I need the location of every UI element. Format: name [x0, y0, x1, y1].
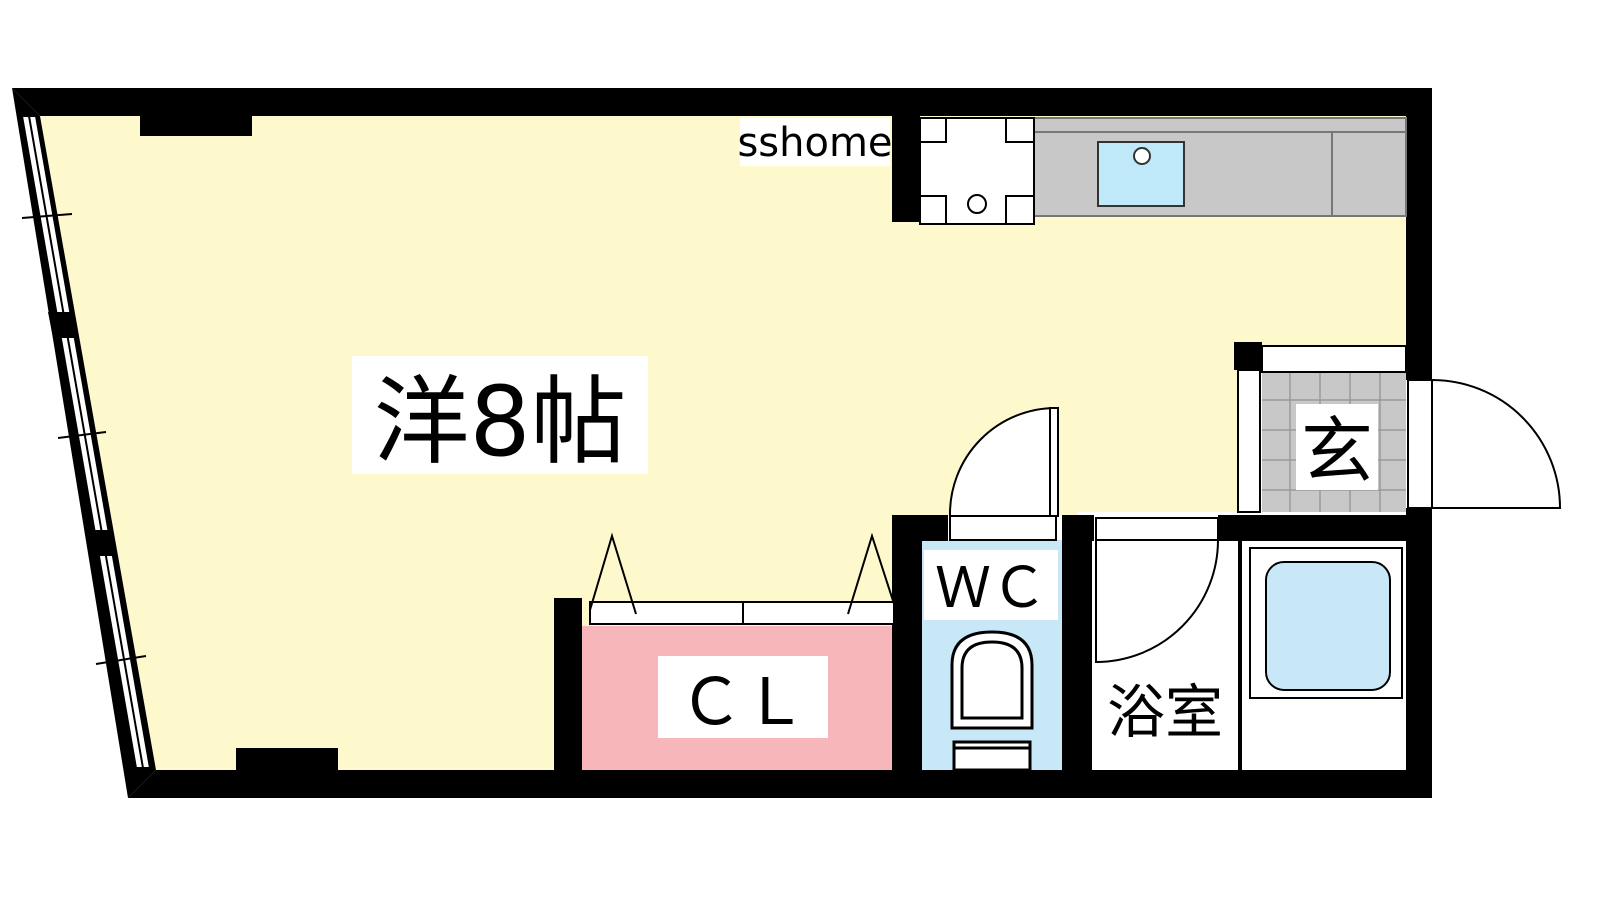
closet-left-wall: [554, 598, 582, 770]
top-pillar: [140, 100, 252, 136]
right-wall-lower: [1406, 508, 1432, 798]
bath-top-wall-right: [1218, 515, 1408, 541]
bath-top-wall-left: [1062, 515, 1094, 541]
toilet-bath-wall: [1062, 515, 1092, 770]
toilet-fixture: [950, 630, 1034, 772]
entrance-door: [1407, 379, 1562, 509]
kitchen-partition: [892, 116, 920, 222]
bottom-pillar: [236, 748, 338, 778]
toilet-door: [948, 406, 1059, 541]
kitchen-counter: [1033, 117, 1407, 217]
interior-walls: [554, 116, 1408, 770]
entrance-label: 玄: [1301, 409, 1373, 493]
closet-doors: [589, 532, 897, 625]
western-room-floor: [40, 116, 1406, 770]
bottom-wall: [128, 770, 1432, 798]
top-wall: [12, 88, 1432, 116]
entrance-pillar: [1234, 342, 1262, 370]
closet-toilet-wall: [892, 515, 922, 770]
sink-drain: [1133, 147, 1151, 165]
bath-label: 浴室: [1107, 678, 1223, 746]
right-wall-upper: [1406, 88, 1432, 380]
toilet-label: ＷＣ: [935, 556, 1047, 621]
watermark-text: sshome: [737, 120, 892, 166]
entrance-frame: [1237, 345, 1407, 513]
bathtub: [1249, 547, 1403, 699]
washing-machine-space: [919, 117, 1035, 225]
closet-label: ＣＬ: [679, 666, 807, 740]
bathtub-rim-wall: [1238, 540, 1242, 770]
left-window: [20, 115, 152, 769]
western-room-label: 洋8帖: [373, 366, 626, 478]
toilet-tank: [952, 744, 1032, 772]
drain-icon: [967, 194, 987, 214]
bath-door: [1095, 517, 1220, 664]
toilet-top-wall-left: [892, 515, 948, 541]
